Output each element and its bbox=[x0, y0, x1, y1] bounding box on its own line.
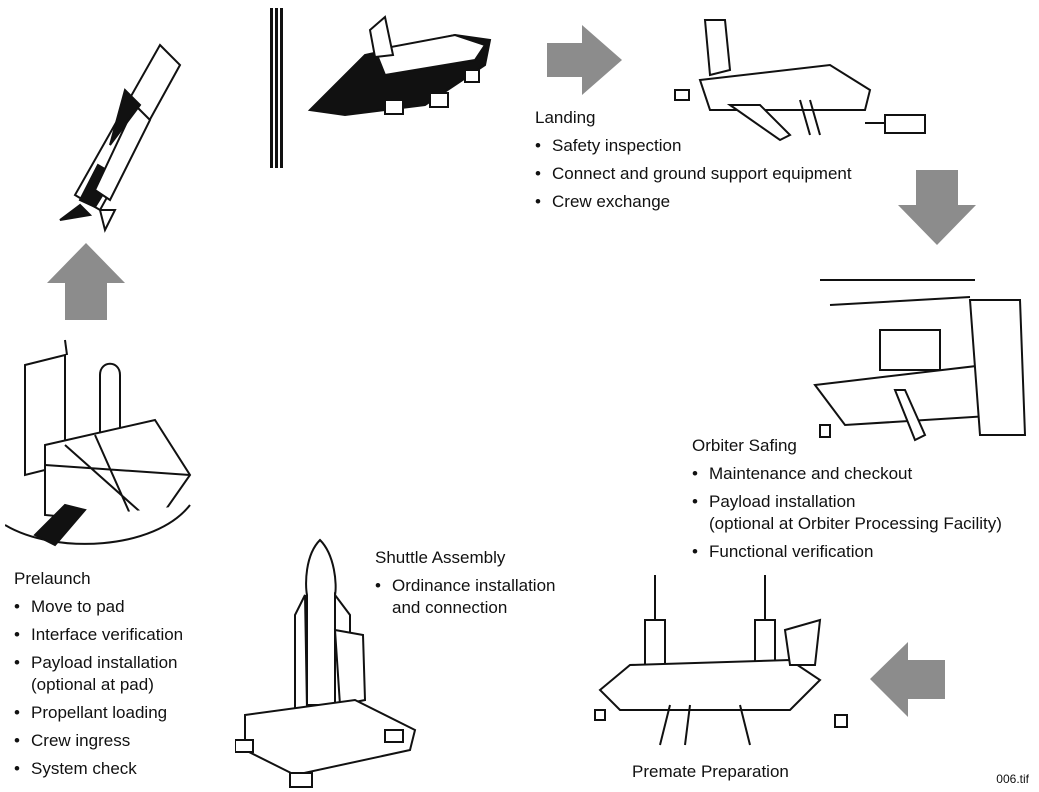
arrow-left-icon bbox=[870, 642, 945, 717]
list-item: System check bbox=[14, 758, 183, 780]
arrow-up-icon bbox=[47, 243, 125, 320]
orbiter-processing-icon bbox=[805, 275, 1035, 445]
list-item: Safety inspection bbox=[535, 135, 852, 157]
arrow-down-icon bbox=[898, 170, 976, 245]
separator-lines bbox=[270, 8, 284, 168]
prelaunch-title: Prelaunch bbox=[14, 569, 91, 588]
list-item: Connect and ground support equipment bbox=[535, 163, 852, 185]
list-item: Payload installation(optional at Orbiter… bbox=[692, 491, 1002, 535]
launch-pad-icon bbox=[5, 335, 195, 560]
list-item: Maintenance and checkout bbox=[692, 463, 1002, 485]
orbiter-lift-icon bbox=[590, 570, 860, 760]
orbiter-flight-icon bbox=[305, 15, 505, 125]
landing-title: Landing bbox=[535, 108, 596, 127]
list-item: Interface verification bbox=[14, 624, 183, 646]
premate-title: Premate Preparation bbox=[632, 762, 789, 781]
shuttle-stack-icon bbox=[235, 535, 420, 790]
list-item: Functional verification bbox=[692, 541, 1002, 563]
list-item: Crew exchange bbox=[535, 191, 852, 213]
list-item: Propellant loading bbox=[14, 702, 183, 724]
shuttle-assembly-block: Shuttle Assembly Ordinance installationa… bbox=[375, 547, 555, 625]
orbiter-safing-title: Orbiter Safing bbox=[692, 436, 797, 455]
orbiter-safing-block: Orbiter Safing Maintenance and checkout … bbox=[692, 435, 1002, 569]
arrow-right-icon bbox=[547, 25, 622, 95]
list-item: Crew ingress bbox=[14, 730, 183, 752]
landing-block: Landing Safety inspection Connect and gr… bbox=[535, 107, 852, 219]
shuttle-assembly-title: Shuttle Assembly bbox=[375, 548, 506, 567]
prelaunch-block: Prelaunch Move to pad Interface verifica… bbox=[14, 568, 183, 786]
orbiter-landing-icon bbox=[670, 15, 940, 145]
shuttle-launch-icon bbox=[40, 35, 200, 235]
list-item: Payload installation(optional at pad) bbox=[14, 652, 183, 696]
list-item: Move to pad bbox=[14, 596, 183, 618]
figure-id: 006.tif bbox=[996, 772, 1029, 786]
